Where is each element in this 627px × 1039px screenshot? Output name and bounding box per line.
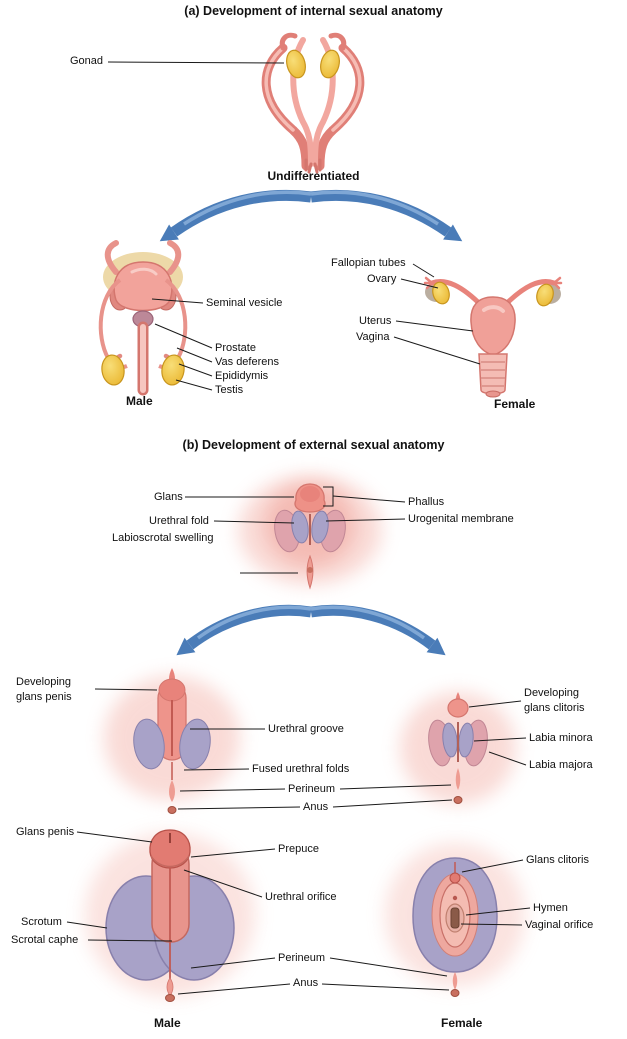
male-label-b: Male bbox=[154, 1016, 181, 1030]
female-label-b: Female bbox=[441, 1016, 483, 1030]
leader-lines bbox=[66, 61, 531, 995]
callout-perineum-developing: Perineum bbox=[288, 783, 336, 795]
callout-ovary: Ovary bbox=[367, 273, 397, 285]
split-arrow-b bbox=[176, 604, 446, 656]
callout-vas-deferens: Vas deferens bbox=[215, 356, 280, 368]
callout-prostate: Prostate bbox=[215, 342, 256, 354]
urethral-fold-shape bbox=[291, 510, 309, 544]
callout-gonad: Gonad bbox=[70, 55, 104, 67]
callout-perineum-adult: Perineum bbox=[278, 952, 326, 964]
callout-anus-developing: Anus bbox=[303, 801, 329, 813]
callout-urethral-groove: Urethral groove bbox=[268, 723, 344, 735]
vaginal-orifice-shape bbox=[450, 907, 460, 929]
callout-labia-minora: Labia minora bbox=[529, 732, 593, 744]
callout-uterus: Uterus bbox=[359, 315, 392, 327]
anus-shape-female-adult bbox=[450, 989, 460, 997]
callout-scrotum: Scrotum bbox=[21, 916, 62, 928]
gonad-right-shape bbox=[320, 49, 340, 79]
anus-shape-male-adult bbox=[165, 994, 175, 1002]
anus-shape-female-developing bbox=[453, 796, 463, 804]
callout-seminal-vesicle: Seminal vesicle bbox=[206, 297, 283, 309]
prepuce-shape bbox=[150, 855, 190, 868]
callout-prepuce: Prepuce bbox=[278, 843, 319, 855]
callout-glans-clitoris: Glans clitoris bbox=[526, 854, 589, 866]
callout-developing-glans-penis: Developing glans penis bbox=[16, 676, 72, 703]
callout-urethral-orifice: Urethral orifice bbox=[265, 891, 337, 903]
split-arrow-a bbox=[159, 189, 463, 242]
callout-epididymis: Epididymis bbox=[215, 370, 269, 382]
callout-vaginal-orifice: Vaginal orifice bbox=[525, 919, 594, 931]
gonad-left-shape bbox=[286, 49, 306, 79]
callout-glans: Glans bbox=[154, 491, 183, 503]
anus-shape-male-developing bbox=[167, 806, 177, 814]
male-label-a: Male bbox=[126, 394, 153, 408]
glans-shape bbox=[300, 486, 320, 502]
callout-phallus: Phallus bbox=[408, 496, 445, 508]
callout-scrotal-raphe: Scrotal caphe bbox=[11, 934, 79, 946]
callout-labioscrotal-swelling: Labioscrotal swelling bbox=[112, 532, 214, 544]
callout-hymen: Hymen bbox=[533, 902, 568, 914]
female-internal-figure bbox=[423, 276, 563, 398]
glans-clitoris-shape bbox=[449, 872, 461, 884]
stage-undifferentiated-label: Undifferentiated bbox=[267, 169, 360, 183]
callout-anus-adult: Anus bbox=[293, 977, 319, 989]
callout-urethral-fold: Urethral fold bbox=[149, 515, 209, 527]
callout-vagina: Vagina bbox=[356, 331, 390, 343]
callout-urogenital-membrane: Urogenital membrane bbox=[408, 513, 514, 525]
undifferentiated-internal-figure bbox=[261, 32, 365, 174]
male-internal-figure bbox=[98, 240, 188, 396]
labia-minora-shape bbox=[442, 722, 458, 758]
callout-fused-urethral-folds: Fused urethral folds bbox=[252, 763, 350, 775]
developing-glans-penis-shape bbox=[158, 678, 186, 702]
adult-female-external-figure bbox=[385, 843, 525, 997]
callout-glans-penis: Glans penis bbox=[16, 826, 75, 838]
testis-shape bbox=[101, 354, 125, 386]
developing-male-figure bbox=[104, 668, 240, 814]
vagina-shape bbox=[478, 353, 508, 395]
callout-testis: Testis bbox=[215, 384, 244, 396]
callout-labia-majora: Labia majora bbox=[529, 759, 593, 771]
developing-female-figure bbox=[400, 692, 516, 804]
undifferentiated-external-figure bbox=[238, 475, 382, 590]
section-b-title: (b) Development of external sexual anato… bbox=[182, 438, 445, 452]
callout-developing-glans-clitoris: Developing glans clitoris bbox=[524, 687, 585, 714]
developing-glans-clitoris-shape bbox=[447, 698, 469, 718]
female-label-a: Female bbox=[494, 397, 536, 411]
callout-fallopian-tubes: Fallopian tubes bbox=[331, 257, 406, 269]
section-a-title: (a) Development of internal sexual anato… bbox=[184, 4, 443, 18]
adult-male-external-figure bbox=[85, 829, 255, 1002]
